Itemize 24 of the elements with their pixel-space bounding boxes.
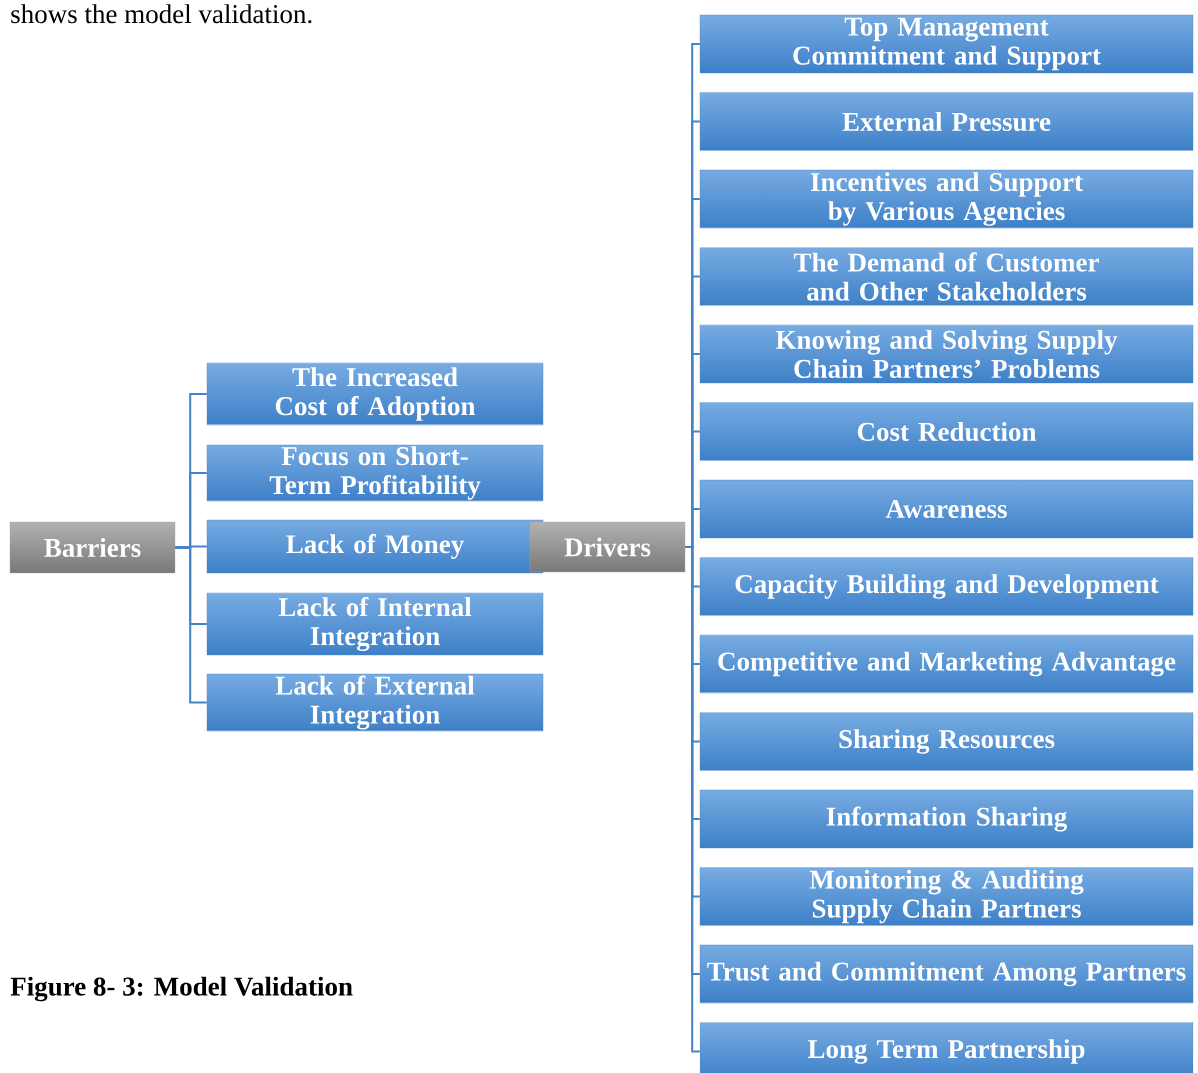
factor-box: Lack of External Integration	[206, 673, 544, 732]
figure-caption: Figure 8- 3: Model Validation	[10, 976, 353, 1002]
factor-box: Capacity Building and Development	[699, 557, 1194, 616]
factor-box: Sharing Resources	[699, 712, 1194, 771]
factor-box: Knowing and Solving Supply Chain Partners’ Problems	[699, 324, 1194, 384]
factor-box: Focus on Short-Term Profitability	[206, 444, 544, 502]
factor-box: Awareness	[699, 479, 1194, 539]
factor-box: External Pressure	[699, 92, 1194, 151]
factor-box: Competitive and Marketing Advantage	[699, 634, 1194, 694]
factor-box: Incentives and Support by Various Agencies	[699, 169, 1194, 229]
category-box: Drivers	[529, 521, 686, 573]
factor-box: The Increased Cost of Adoption	[206, 362, 544, 426]
connector-line	[174, 546, 208, 704]
factor-box: Top Management Commitment and Support	[699, 14, 1194, 74]
factor-box: Information Sharing	[699, 789, 1194, 849]
factor-box: Lack of Internal Integration	[206, 592, 544, 656]
factor-box: Monitoring & Auditing Supply Chain Partners	[699, 867, 1194, 926]
factor-box: Trust and Commitment Among Partners	[699, 944, 1194, 1004]
factor-box: Cost Reduction	[699, 402, 1194, 461]
factor-box: The Demand of Customer and Other Stakeholders	[699, 247, 1194, 306]
connector-line	[684, 546, 701, 1053]
category-box: Barriers	[9, 521, 176, 574]
factor-box: Long Term Partnership	[699, 1022, 1194, 1073]
intro-text: shows the model validation.	[11, 4, 312, 24]
